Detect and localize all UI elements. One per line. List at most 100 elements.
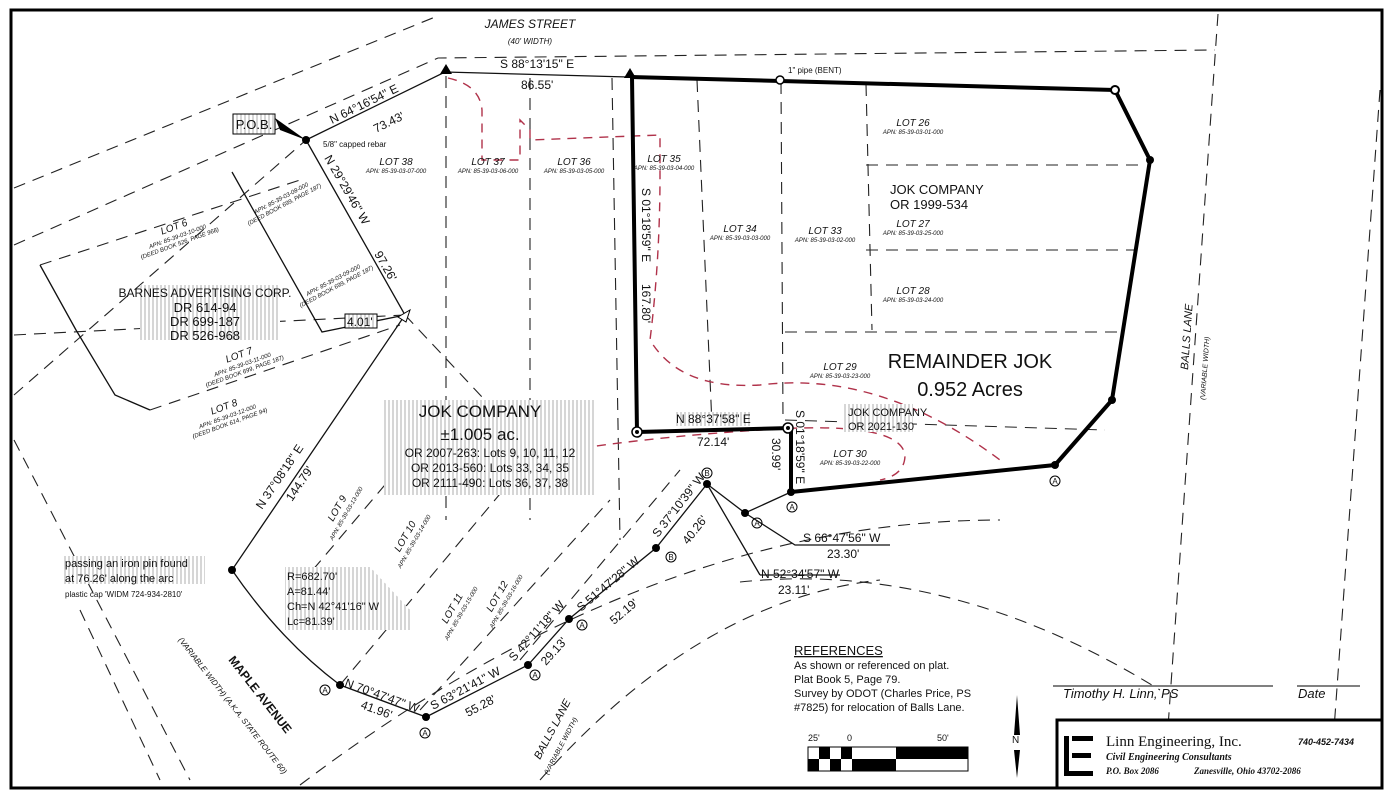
svg-text:LOT 34: LOT 34 [723, 224, 757, 235]
svg-text:OR 2021-130: OR 2021-130 [848, 421, 914, 433]
svg-text:APN: 85-39-03-04-000: APN: 85-39-03-04-000 [633, 166, 695, 172]
title-block [1055, 718, 1384, 790]
svg-text:Survey by ODOT (Charles Price,: Survey by ODOT (Charles Price, PS [794, 688, 971, 700]
curve-data-hatch [285, 567, 410, 630]
company-logo [1064, 736, 1093, 776]
jok-main-hatch [384, 400, 596, 495]
svg-text:A: A [1052, 477, 1058, 486]
svg-text:LOT 27: LOT 27 [896, 219, 930, 230]
james-street-width: (40' WIDTH) [508, 37, 553, 46]
svg-text:167.80': 167.80' [639, 284, 653, 323]
svg-text:A: A [322, 686, 328, 695]
svg-text:APN: 85-39-03-25-000: APN: 85-39-03-25-000 [882, 231, 944, 237]
svg-text:at 76.26' along the arc: at 76.26' along the arc [65, 573, 174, 585]
svg-text:±1.005 ac.: ±1.005 ac. [440, 425, 519, 444]
svg-text:S 66°47'56" W: S 66°47'56" W [803, 531, 881, 545]
balls-lane-right-label: BALLS LANE [1179, 303, 1196, 370]
svg-text:N 29°29'46" W: N 29°29'46" W [321, 153, 372, 228]
owner-barnes: BARNES ADVERTISING CORP. DR 614-94 DR 69… [119, 286, 292, 343]
svg-text:APN: 85-39-03-01-000: APN: 85-39-03-01-000 [882, 130, 944, 136]
svg-text:50': 50' [937, 733, 949, 743]
sheet-border [9, 8, 1384, 790]
date-label: Date [1298, 686, 1325, 701]
pipe-note: 1" pipe (BENT) [788, 66, 842, 75]
north-arrow: N [1012, 695, 1020, 778]
svg-text:OR 1999-534: OR 1999-534 [890, 197, 968, 212]
company-po-box: P.O. Box 2086 [1106, 766, 1159, 776]
company-tagline: Civil Engineering Consultants [1106, 752, 1232, 763]
svg-text:APN: 85-39-03-22-000: APN: 85-39-03-22-000 [819, 461, 881, 467]
svg-text:A=81.44': A=81.44' [287, 586, 330, 598]
svg-text:A: A [422, 729, 428, 738]
svg-text:A: A [532, 671, 538, 680]
james-street-label: JAMES STREET [484, 17, 577, 31]
svg-text:Plat Book 5, Page 79.: Plat Book 5, Page 79. [794, 674, 900, 686]
svg-text:APN: 85-39-03-06-000: APN: 85-39-03-06-000 [457, 169, 519, 175]
svg-text:72.14': 72.14' [697, 435, 729, 449]
svg-text:S 01°18'59" E: S 01°18'59" E [793, 410, 807, 484]
svg-text:R=682.70': R=682.70' [287, 571, 337, 583]
svg-text:APN: 85-39-03-07-000: APN: 85-39-03-07-000 [365, 169, 427, 175]
svg-text:0: 0 [847, 733, 852, 743]
svg-text:23.11': 23.11' [778, 583, 809, 597]
svg-text:As shown or referenced on plat: As shown or referenced on plat. [794, 660, 949, 672]
svg-text:N 52°34'57" W: N 52°34'57" W [761, 567, 840, 581]
curve-data: R=682.70' A=81.44' Ch=N 42°41'16" W Lc=8… [287, 571, 380, 628]
svg-text:APN: 85-39-03-05-000: APN: 85-39-03-05-000 [543, 169, 605, 175]
svg-text:JOK COMPANY: JOK COMPANY [890, 182, 984, 197]
svg-text:LOT 35: LOT 35 [647, 154, 681, 165]
svg-text:A: A [579, 621, 585, 630]
owner-jok-main: JOK COMPANY ±1.005 ac. OR 2007-263: Lots… [405, 402, 576, 490]
svg-text:passing an iron pin found: passing an iron pin found [65, 558, 188, 570]
svg-text:0.952 Acres: 0.952 Acres [917, 379, 1023, 401]
svg-text:S 01°18'59" E: S 01°18'59" E [639, 188, 653, 262]
svg-text:LOT 33: LOT 33 [808, 226, 842, 237]
svg-text:LOT 38: LOT 38 [379, 157, 413, 168]
svg-text:30.99': 30.99' [769, 438, 783, 470]
balls-lane-right-width: (VARIABLE WIDTH) [1200, 336, 1211, 400]
svg-text:LOT 29: LOT 29 [823, 362, 857, 373]
svg-text:Lc=81.39': Lc=81.39' [287, 616, 335, 628]
svg-text:plastic cap 'WIDM 724-934-2810: plastic cap 'WIDM 724-934-2810' [65, 590, 183, 599]
right-of-way-lines [13, 13, 1381, 786]
svg-text:OR 2111-490: Lots 36, 37, 38: OR 2111-490: Lots 36, 37, 38 [412, 476, 569, 490]
pob-monument: 5/8" capped rebar [323, 140, 387, 149]
remainder-parcel-label: REMAINDER JOK 0.952 Acres [888, 351, 1053, 401]
svg-text:DR 614-94: DR 614-94 [174, 300, 237, 315]
svg-text:N: N [1012, 735, 1019, 746]
scale-bar: 25' 0 50' [807, 733, 969, 772]
leader-lines [706, 483, 890, 576]
svg-text:B: B [668, 553, 673, 562]
barnes-hatch [140, 285, 280, 340]
svg-text:(DEED BOOK 699, PAGE 187): (DEED BOOK 699, PAGE 187) [299, 265, 375, 309]
owner-jok-2021: JOK COMPANY OR 2021-130 [848, 407, 928, 433]
svg-text:73.43': 73.43' [371, 109, 406, 136]
svg-text:LOT 37: LOT 37 [471, 157, 505, 168]
svg-text:LOT 28: LOT 28 [896, 286, 930, 297]
svg-text:OR 2007-263: Lots 9, 10, 11, 1: OR 2007-263: Lots 9, 10, 11, 12 [405, 446, 576, 460]
point-markers: A A A A B B A A A [319, 467, 1061, 739]
svg-text:29.13': 29.13' [538, 635, 570, 668]
svg-text:DR 699-187: DR 699-187 [170, 314, 240, 329]
svg-text:APN: 85-39-03-02-000: APN: 85-39-03-02-000 [794, 238, 856, 244]
company-city: Zanesville, Ohio 43702-2086 [1193, 766, 1301, 776]
company-phone: 740-452-7434 [1298, 737, 1354, 747]
pob-arrow [275, 118, 306, 140]
svg-text:4.01': 4.01' [347, 315, 373, 329]
jok-2021-hatch [843, 404, 913, 432]
svg-text:52.19': 52.19' [607, 596, 641, 628]
svg-text:BARNES ADVERTISING CORP.: BARNES ADVERTISING CORP. [119, 286, 292, 300]
svg-text:A: A [754, 519, 760, 528]
svg-text:LOT 26: LOT 26 [896, 118, 930, 129]
svg-text:B: B [704, 469, 709, 478]
svg-text:APN: 85-39-03-24-000: APN: 85-39-03-24-000 [882, 298, 944, 304]
owner-jok-1999: JOK COMPANY OR 1999-534 [890, 182, 984, 212]
svg-text:N 88°37'58" E: N 88°37'58" E [676, 412, 751, 426]
svg-text:Ch=N 42°41'16" W: Ch=N 42°41'16" W [287, 601, 380, 613]
svg-text:REMAINDER JOK: REMAINDER JOK [888, 351, 1053, 373]
svg-text:86.55': 86.55' [521, 78, 553, 92]
maple-avenue-label: MAPLE AVENUE [226, 653, 295, 736]
svg-text:#7825) for relocation of Balls: #7825) for relocation of Balls Lane. [794, 702, 965, 714]
svg-text:(DEED BOOK 699, PAGE 187): (DEED BOOK 699, PAGE 187) [247, 183, 323, 227]
